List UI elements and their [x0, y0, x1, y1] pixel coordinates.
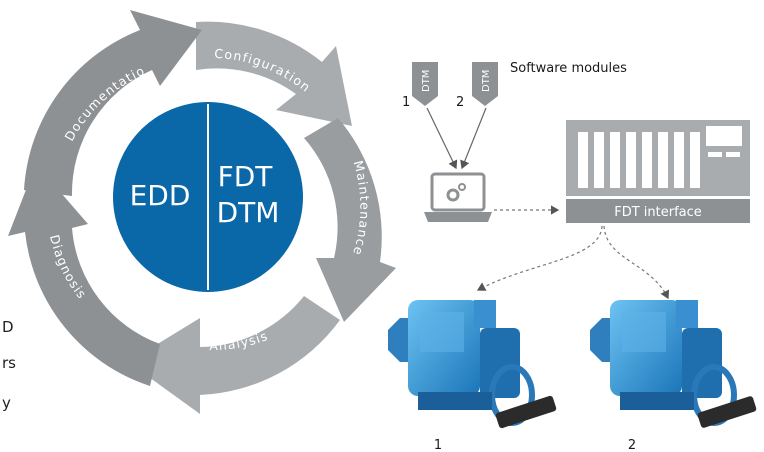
lifecycle-ring [8, 10, 396, 414]
maintenance-arrow [304, 118, 396, 322]
interface-to-device-2-arrow [603, 225, 670, 300]
fdt-interface-label: FDT interface [614, 205, 702, 220]
cutoff-text-1: D [2, 318, 14, 336]
software-modules: DTM DTM Software modules 1 2 [402, 61, 627, 170]
center-fdt: FDT [218, 160, 274, 193]
center-dtm: DTM [217, 196, 280, 229]
module-number-2: 2 [456, 95, 464, 110]
documentation-arrow [24, 10, 202, 196]
actuator-device-1 [388, 300, 557, 429]
laptop-icon [424, 172, 492, 222]
device-number-1: 1 [434, 438, 442, 452]
center-disc: EDD FDT DTM [113, 102, 303, 292]
software-modules-title: Software modules [510, 61, 627, 76]
module-1-arrow [426, 107, 458, 170]
center-edd: EDD [130, 179, 191, 212]
fdt-interface-bar [566, 199, 750, 223]
device-number-2: 2 [628, 438, 636, 452]
configuration-arrow [196, 21, 352, 127]
analysis-arrow [128, 296, 340, 414]
small-gear-icon [458, 183, 466, 191]
module-2-arrow [460, 107, 487, 170]
fdt-interface-block: FDT interface [566, 120, 750, 223]
dtm-tag-2-label: DTM [481, 70, 492, 92]
gear-icon [446, 188, 460, 202]
diagnosis-arrow [8, 164, 160, 386]
dtm-tag-2 [472, 62, 498, 106]
phase-documentation: Documentation [0, 0, 147, 143]
module-number-1: 1 [402, 95, 410, 110]
cutoff-text-3: y [2, 394, 11, 412]
interface-to-device-1-arrow [476, 225, 603, 291]
dtm-tag-1 [412, 62, 438, 106]
cutoff-text-2: rs [2, 354, 16, 372]
actuator-device-2 [590, 300, 757, 428]
dtm-tag-1-label: DTM [421, 70, 432, 92]
